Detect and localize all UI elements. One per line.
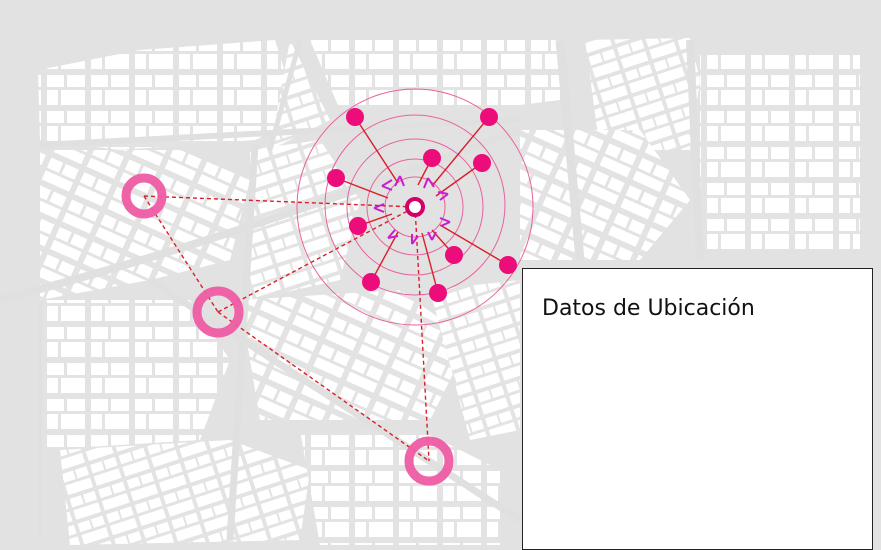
arrow-icon <box>423 177 435 189</box>
satellite-point-icon <box>362 273 380 291</box>
influence-rings <box>296 88 534 326</box>
influence-ring <box>346 138 484 276</box>
arrow-icon <box>387 229 399 239</box>
satellite-points <box>327 108 517 302</box>
arrow-icon <box>381 179 393 191</box>
arrow-icon <box>427 231 437 241</box>
connector-line <box>217 206 416 313</box>
influence-ring <box>324 114 506 296</box>
arrow-icon <box>439 217 451 227</box>
connector-line <box>217 311 430 462</box>
influence-ring <box>296 88 534 326</box>
arrowheads <box>373 175 451 245</box>
info-panel-title: Datos de Ubicación <box>542 296 755 321</box>
satellite-point-icon <box>499 256 517 274</box>
arrow-icon <box>394 175 405 187</box>
influence-ring <box>366 158 464 256</box>
satellite-point-icon <box>346 108 364 126</box>
satellite-point-icon <box>473 154 491 172</box>
hub-ring-icon[interactable] <box>121 173 167 219</box>
hub-ring-icon[interactable] <box>192 286 244 338</box>
satellite-point-icon <box>349 217 367 235</box>
satellite-point-icon <box>429 284 447 302</box>
info-panel: Datos de Ubicación <box>522 268 873 550</box>
connector-line <box>414 206 430 462</box>
influence-ring <box>384 176 446 238</box>
central-node-icon[interactable] <box>405 197 425 217</box>
arrow-icon <box>437 191 449 201</box>
satellite-point-icon <box>327 169 345 187</box>
satellite-point-icon <box>423 149 441 167</box>
hub-rings <box>121 173 454 486</box>
arrow-icon <box>373 203 385 213</box>
arrow-icon <box>411 234 419 245</box>
hub-ring-icon[interactable] <box>404 436 454 486</box>
satellite-point-icon <box>445 246 463 264</box>
connector-line <box>143 195 416 208</box>
satellite-point-icon <box>480 108 498 126</box>
